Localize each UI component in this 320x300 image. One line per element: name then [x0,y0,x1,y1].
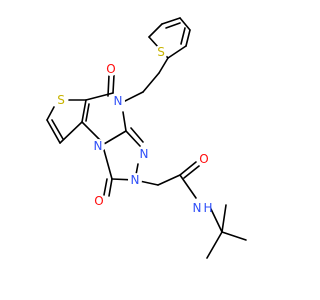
n-triazole-3-label: N [140,147,149,161]
s-thiophene-core-label: S [57,93,65,107]
n-pyrimidine-atom: N [111,94,125,108]
molecule-diagram: O S S N N N N O [46,17,247,259]
h-amide-label: H [203,201,212,215]
o-amide-label: O [199,152,208,166]
o-thieno-carbonyl-atom: O [104,62,118,76]
n-bridgehead-label: N [94,139,103,153]
n-amide-label: N [193,201,202,215]
s-thiophene-side-label: S [157,45,165,59]
o-amide-atom: O [197,152,211,166]
o-triazolone-atom: O [92,194,106,208]
n-bridgehead-atom: N [91,139,105,153]
molecule-structure: O S S N N N N O [46,17,247,259]
bond-lines [46,17,247,259]
o-triazolone-label: O [94,194,103,208]
s-thiophene-core-atom: S [54,93,68,107]
n-triazole-3-atom: N [137,147,151,161]
n-pyrimidine-label: N [114,94,123,108]
n-triazole-2-atom: N [128,173,142,187]
o-thieno-carbonyl-label: O [106,62,115,76]
n-triazole-2-label: N [131,173,140,187]
s-thiophene-side-atom: S [154,45,168,59]
atom-labels: O S S N N N N O [54,45,213,216]
n-amide-atom: N H [193,200,213,216]
